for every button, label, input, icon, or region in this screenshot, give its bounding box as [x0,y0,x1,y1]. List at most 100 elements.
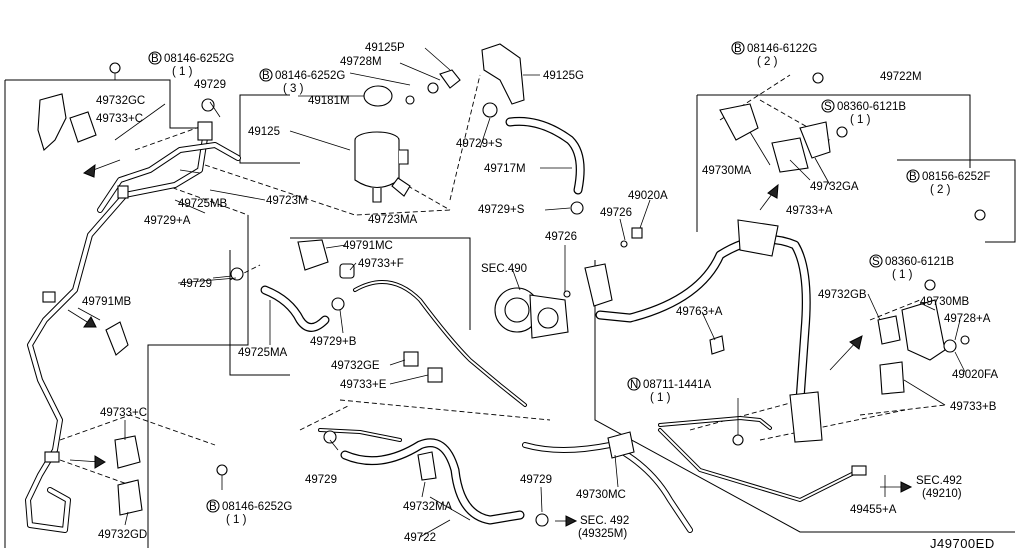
bracket-49125G [427,43,525,105]
prefix-S-1: S [824,101,832,113]
label-08146-6252G-bot-qty: ( 1 ) [226,514,247,526]
label-49733C-a: 49733+C [96,113,143,125]
mid-frame [147,215,249,548]
dashed-guides [59,74,946,486]
prefix-B-2: B [262,70,270,82]
label-49722: 49722 [404,532,436,544]
label-sec492-b-sub: (49325M) [578,528,627,540]
label-49717M: 49717M [484,163,526,175]
prefix-B-4: B [909,171,917,183]
label-49728M: 49728M [340,56,382,68]
label-49763A: 49763+A [676,306,723,318]
label-49732MA: 49732MA [403,501,453,513]
label-49732GD: 49732GD [98,529,147,541]
label-49725MB: 49725MB [178,198,228,210]
center-frame-top [290,237,471,330]
label-08156-6252F: 08156-6252F [922,171,990,183]
label-49733B: 49733+B [950,401,997,413]
bracket-frame [897,159,1016,243]
label-49729S-b: 49729+S [478,204,525,216]
part-49020A [631,227,643,239]
label-49723M: 49723M [266,195,308,207]
label-49730MB: 49730MB [920,296,970,308]
label-49125G: 49125G [543,70,584,82]
prefix-B-1: B [151,53,159,65]
clamp-49729-top-icon [201,98,215,112]
label-49791MB: 49791MB [82,296,132,308]
bottom-hoses [318,428,549,527]
bolt-reservoir-icon [405,95,415,105]
prefix-S-2: S [872,256,880,268]
label-08711-1441A: 08711-1441A [643,379,712,391]
labels: B 08146-6252G ( 1 ) 49729 B 08146-6252G … [82,41,998,551]
label-49726-b: 49726 [545,231,577,243]
label-49728A: 49728+A [944,313,991,325]
bracket-49730MB [901,299,946,361]
label-49733F: 49733+F [358,258,404,270]
reservoir [354,85,415,203]
label-08146-6252G-bot: 08146-6252G [222,501,292,513]
frames [4,79,1016,548]
bolt-top-left-icon [109,62,121,74]
reservoir-frame [239,94,300,164]
clip-49733A [771,137,809,173]
prefix-N-1: N [630,379,638,391]
center-assembly [230,239,527,407]
label-49725MA: 49725MA [238,347,288,359]
label-49732GB: 49732GB [818,289,867,301]
pipe-49730MC [522,431,693,533]
label-08146-6252G-mid: 08146-6252G [275,70,345,82]
right-pipes [658,335,867,502]
label-08146-6252G-top: 08146-6252G [164,53,234,65]
pump-sec490 [494,287,569,339]
clip-49733C-top [69,111,97,143]
big-hose-49722 [584,219,823,443]
label-sec492-b: SEC. 492 [580,515,629,527]
label-49732GE: 49732GE [331,360,380,372]
label-08360-6121B-b: 08360-6121B [885,256,954,268]
label-sec492-a: SEC.492 [916,475,962,487]
label-08146-6252G-top-qty: ( 1 ) [172,66,193,78]
label-49729B: 49729+B [310,336,357,348]
label-49125: 49125 [248,126,280,138]
label-49729A: 49729+A [144,215,191,227]
clip-49791MB [105,321,129,356]
label-49020A: 49020A [628,190,668,202]
clip-49733C-bottom [114,435,141,469]
label-08146-6122G: 08146-6122G [747,43,817,55]
label-49730MC: 49730MC [576,489,626,501]
label-49732GA: 49732GA [810,181,859,193]
prefix-B-5: B [209,501,217,513]
label-08156-6252F-qty: ( 2 ) [930,184,951,196]
nut-08711 [732,434,744,446]
label-49181M: 49181M [308,95,350,107]
center-frame-left [229,250,290,376]
label-49730MA: 49730MA [702,165,752,177]
clip-49732GC [37,93,67,151]
clip-49732GD [117,479,143,516]
label-08360-6121B-a: 08360-6121B [837,101,906,113]
right-frame-top [697,94,971,168]
label-49729-a: 49729 [194,79,226,91]
label-08146-6252G-mid-qty: ( 3 ) [283,83,304,95]
label-49455A: 49455+A [850,504,897,516]
label-49020FA: 49020FA [952,369,998,381]
label-49791MC: 49791MC [343,240,393,252]
cap-49181M [363,85,393,107]
small-parts [563,227,643,298]
label-49729-d: 49729 [520,474,552,486]
label-49722M: 49722M [880,71,922,83]
sensor-49791MC [297,239,329,271]
sensor-49763A [709,335,725,355]
bottom-right-frame [594,260,1015,533]
label-49733C-b: 49733+C [100,407,147,419]
label-08360-6121B-a-qty: ( 1 ) [850,114,871,126]
label-49733A: 49733+A [786,205,833,217]
label-08146-6122G-qty: ( 2 ) [757,56,778,68]
label-sec490: SEC.490 [481,263,527,275]
label-49125P: 49125P [365,42,405,54]
return-hose-49717M [482,102,585,215]
diagram-id-code: J49700ED [930,536,995,551]
